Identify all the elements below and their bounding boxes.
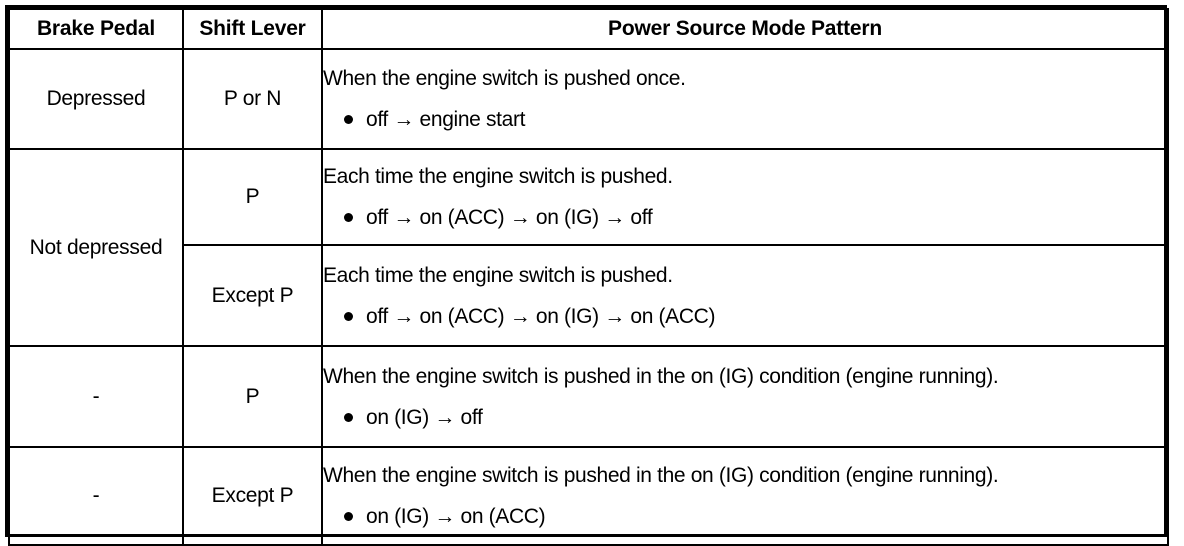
- bullet-icon: [344, 213, 353, 222]
- pattern-sequence-text: on (IG) → on (ACC): [366, 505, 546, 528]
- cell-brake-pedal: -: [8, 345, 184, 448]
- power-source-mode-table: Brake Pedal Shift Lever Power Source Mod…: [8, 8, 1169, 546]
- power-source-mode-table-container: Brake Pedal Shift Lever Power Source Mod…: [5, 5, 1169, 546]
- cell-power-source-mode-pattern: When the engine switch is pushed in the …: [321, 446, 1169, 546]
- pattern-lead-text: When the engine switch is pushed in the …: [323, 464, 999, 487]
- table-row: - P When the engine switch is pushed in …: [8, 345, 1169, 448]
- cell-power-source-mode-pattern: When the engine switch is pushed in the …: [321, 345, 1169, 448]
- cell-power-source-mode-pattern: Each time the engine switch is pushed. o…: [321, 244, 1169, 347]
- pattern-bullet-line: on (IG) → on (ACC): [344, 505, 1167, 529]
- pattern-bullet-line: off → on (ACC) → on (IG) → on (ACC): [344, 305, 1167, 329]
- pattern-bullet-line: off → engine start: [344, 108, 1167, 132]
- pattern-bullet-line: off → on (ACC) → on (IG) → off: [344, 206, 1167, 230]
- table-row: - Except P When the engine switch is pus…: [8, 446, 1169, 546]
- header-power-source-mode-pattern: Power Source Mode Pattern: [321, 8, 1169, 50]
- cell-shift-lever: P or N: [182, 48, 323, 150]
- table-row: Except P Each time the engine switch is …: [9, 244, 1169, 347]
- pattern-lead-text: When the engine switch is pushed once.: [323, 67, 686, 90]
- bullet-icon: [344, 311, 353, 321]
- pattern-lead-text: When the engine switch is pushed in the …: [323, 364, 999, 388]
- table-row: Depressed P or N When the engine switch …: [8, 48, 1169, 150]
- table-row: Not depressed P Each time the engine swi…: [8, 148, 1169, 347]
- bullet-icon: [344, 412, 353, 422]
- pattern-sequence-text: off → on (ACC) → on (IG) → on (ACC): [366, 304, 716, 328]
- pattern-lead-text: Each time the engine switch is pushed.: [323, 263, 673, 287]
- pattern-sequence-text: on (IG) → off: [366, 405, 483, 429]
- bullet-icon: [344, 512, 353, 521]
- cell-brake-pedal: Not depressed: [8, 148, 184, 347]
- bullet-icon: [344, 115, 353, 124]
- pattern-lead-text: Each time the engine switch is pushed.: [323, 165, 673, 188]
- pattern-sequence-text: off → on (ACC) → on (IG) → off: [366, 206, 653, 229]
- cell-shift-lever: P: [182, 345, 323, 448]
- cell-shift-lever: Except P: [182, 244, 323, 347]
- cell-power-source-mode-pattern: Each time the engine switch is pushed. o…: [321, 148, 1169, 246]
- pattern-sequence-text: off → engine start: [366, 108, 526, 131]
- table-header-row: Brake Pedal Shift Lever Power Source Mod…: [8, 8, 1169, 50]
- cell-power-source-mode-pattern: When the engine switch is pushed once. o…: [321, 48, 1169, 150]
- pattern-bullet-line: on (IG) → off: [344, 406, 1167, 430]
- cell-brake-pedal: Depressed: [8, 48, 184, 150]
- header-shift-lever: Shift Lever: [182, 8, 323, 50]
- header-brake-pedal: Brake Pedal: [8, 8, 184, 50]
- cell-brake-pedal: -: [8, 446, 184, 546]
- cell-shift-lever: P: [182, 148, 323, 246]
- cell-shift-lever: Except P: [182, 446, 323, 546]
